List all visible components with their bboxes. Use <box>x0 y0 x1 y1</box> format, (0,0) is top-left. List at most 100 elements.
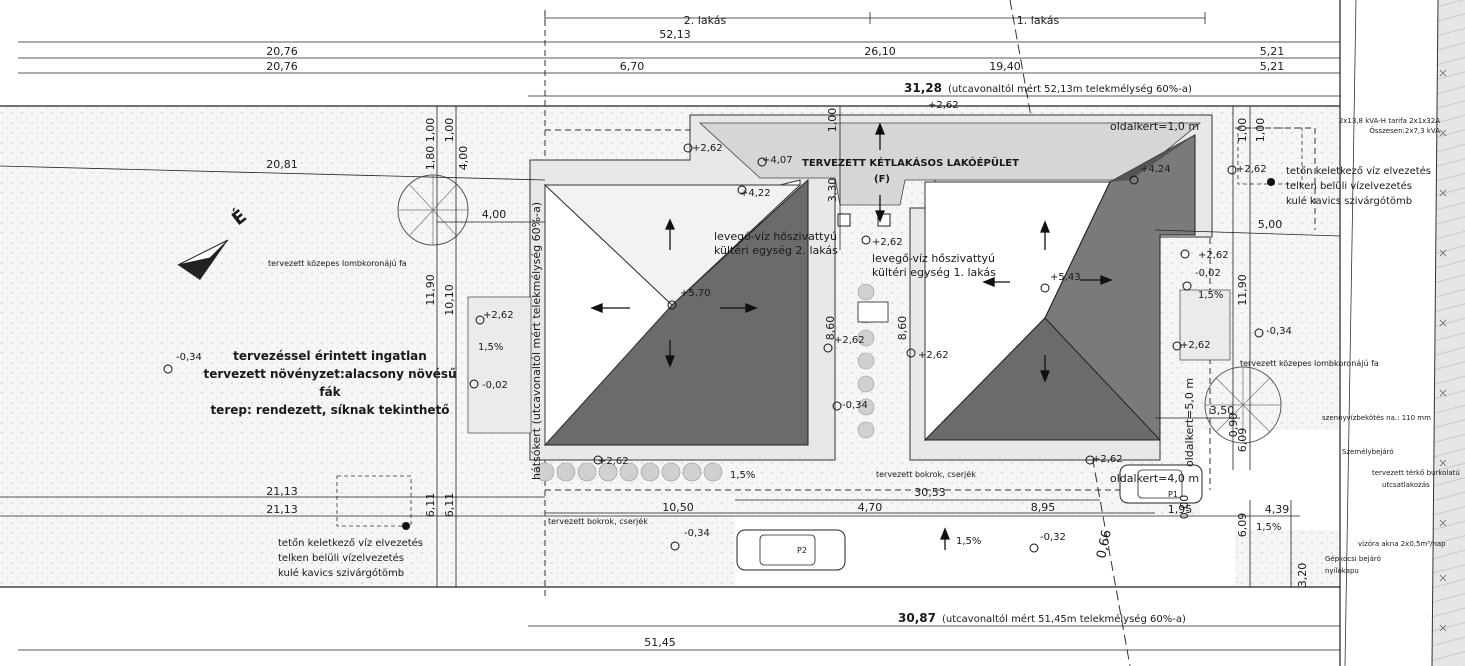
level-a: +2,62 <box>692 143 723 154</box>
shrubs-left-label: tervezett bokrok, cserjék <box>548 516 648 526</box>
depth-notes: 31,28 (utcavonaltól mért 52,13m telekmél… <box>898 81 1192 625</box>
street <box>1344 0 1465 666</box>
entrance-paving <box>1200 430 1340 530</box>
heat-pump-2-line2: kültéri egység 2. lakás <box>714 244 838 257</box>
dim-left-2113b: 21,13 <box>266 503 298 516</box>
heat-pump-1-line1: levegő-víz hőszivattyú <box>872 252 995 265</box>
property-line1: tervezéssel érintett ingatlan <box>233 349 427 363</box>
dim-seg-1940: 19,40 <box>989 60 1021 73</box>
middle-roof <box>698 122 1202 206</box>
dimension-texts: 2. lakás 1. lakás 52,13 20,76 26,10 5,21… <box>266 14 1309 649</box>
terrace-right <box>1179 289 1231 361</box>
heat-pump-2-line1: levegő-víz hőszivattyú <box>714 230 837 243</box>
level-002a: -0,02 <box>1195 268 1221 279</box>
dim-right-top: 5,21 <box>1260 45 1285 58</box>
infiltration-blocks <box>336 127 1303 527</box>
drain-right-2: telken belüli vízelvezetés <box>1286 180 1412 192</box>
pedestrian-entrance: Személybejáró <box>1342 448 1394 456</box>
dim-apartment-2: 2. lakás <box>684 14 727 27</box>
dim-v-611a: 6,11 <box>424 493 437 518</box>
north-arrow <box>177 239 229 280</box>
dim-bottom-total: 51,45 <box>644 636 676 649</box>
street-edge <box>1344 0 1357 666</box>
drain-right-1: tetőn keletkező víz elvezetés <box>1286 165 1431 177</box>
level-i: +2,62 <box>598 456 629 467</box>
dim-apartment-1: 1. lakás <box>1017 14 1060 27</box>
slope-3: 1,5% <box>730 470 755 481</box>
building-title: TERVEZETT KÉTLAKÁSOS LAKÓÉPÜLET <box>802 155 1019 169</box>
drain-point-bottom <box>402 522 410 530</box>
property-line2: tervezett növényzet:alacsony növésű <box>203 367 456 381</box>
level-422: +4,22 <box>740 188 771 199</box>
dim-total-top: 52,13 <box>659 28 691 41</box>
roof-slope-arrows <box>590 122 1113 550</box>
level-f: +2,62 <box>834 335 865 346</box>
level-texts: +2,62 +2,62 +4,07 +4,22 +2,62 +4,24 +2,6… <box>176 100 1292 543</box>
dim-v-400: 4,00 <box>457 146 470 171</box>
dim-seg-439: 4,39 <box>1265 503 1290 516</box>
dim-v-611b: 6,11 <box>443 493 456 518</box>
level-424: +4,24 <box>1140 164 1171 175</box>
car-p1 <box>1119 464 1203 504</box>
slope-5: 1,5% <box>1256 522 1281 533</box>
tree-left <box>397 174 469 246</box>
car-p2 <box>736 529 846 571</box>
dim-left-2113a: 21,13 <box>266 485 298 498</box>
slope-4: 1,5% <box>956 536 981 547</box>
dimension-lines <box>0 12 1341 651</box>
water-meter-shaft: vízóra akna 2x0,5m³/nap <box>1358 540 1446 548</box>
level-570: +5,70 <box>680 288 711 299</box>
gas-meter-box <box>857 301 889 323</box>
level-002b: -0,02 <box>482 380 508 391</box>
left-roof-back <box>543 184 802 306</box>
dim-v-100b: 1,00 <box>443 118 456 143</box>
level-b: +2,62 <box>872 237 903 248</box>
level-034b: -0,34 <box>842 400 868 411</box>
level-d: +2,62 <box>1198 250 1229 261</box>
dim-v-1190a: 11,90 <box>424 274 437 306</box>
paving-line2: utcsatlakozás <box>1382 481 1430 489</box>
depth-bottom-value: 30,87 <box>898 611 936 625</box>
property-line3: fák <box>319 385 341 399</box>
dim-v-330: 3,30 <box>826 178 839 203</box>
dim-left-top: 20,76 <box>266 45 298 58</box>
tree-right-label: tervezett közepes lombkoronájú fa <box>1240 359 1379 368</box>
sewer-connection: szennyvízbekötés na.: 110 mm <box>1322 414 1431 422</box>
dim-building-width: 26,10 <box>864 45 896 58</box>
side-garden-4: oldalkert=4,0 m <box>1110 472 1199 485</box>
dim-v-320: 3,20 <box>1296 563 1309 588</box>
dim-seg-895: 8,95 <box>1031 501 1056 514</box>
dim-v-1190b: 11,90 <box>1236 274 1249 306</box>
level-034a: -0,34 <box>176 352 202 363</box>
parking-p1: P1 <box>1168 490 1178 499</box>
sidewalk-hatch <box>1432 0 1465 666</box>
dim-seg-350: 3,50 <box>1210 404 1235 417</box>
level-h: +2,62 <box>1180 340 1211 351</box>
tree-right <box>1204 366 1282 444</box>
dim-v-860a: 8,60 <box>824 316 837 341</box>
dim-v-1010: 10,10 <box>443 284 456 316</box>
side-garden-top: oldalkert=1,0 m <box>1110 120 1199 133</box>
level-034d: -0,34 <box>684 528 710 539</box>
dim-seg-195: 1,95 <box>1168 503 1193 516</box>
level-e: +2,62 <box>483 310 514 321</box>
terrace-left <box>467 296 532 434</box>
dim-left-2081: 20,81 <box>266 158 298 171</box>
level-markers <box>163 143 1264 553</box>
dim-right-row2: 5,21 <box>1260 60 1285 73</box>
power-supply: 2x13,8 kVA-H tarifa 2x1x32A <box>1339 117 1440 125</box>
power-total: Összesen:2x7,3 kVA <box>1369 126 1440 135</box>
annotation-labels: TERVEZETT KÉTLAKÁSOS LAKÓÉPÜLET (F) leve… <box>203 117 1459 579</box>
car-entrance-line1: Gépkocsi bejáró <box>1325 555 1381 563</box>
car-entrance-line2: nyílókapu <box>1325 567 1359 575</box>
heat-pump-1-line2: kültéri egység 1. lakás <box>872 266 996 279</box>
dim-seg-470: 4,70 <box>858 501 883 514</box>
dim-seg-3053: 30,53 <box>914 486 946 499</box>
drain-point-right <box>1267 178 1275 186</box>
level-top: +2,62 <box>928 100 959 111</box>
tree-left-label: tervezett közepes lombkoronájú fa <box>268 259 407 268</box>
shrubs-mid-label: tervezett bokrok, cserjék <box>876 469 976 479</box>
dim-v-609b: 6,09 <box>1236 513 1249 538</box>
level-034c: -0,34 <box>1266 326 1292 337</box>
